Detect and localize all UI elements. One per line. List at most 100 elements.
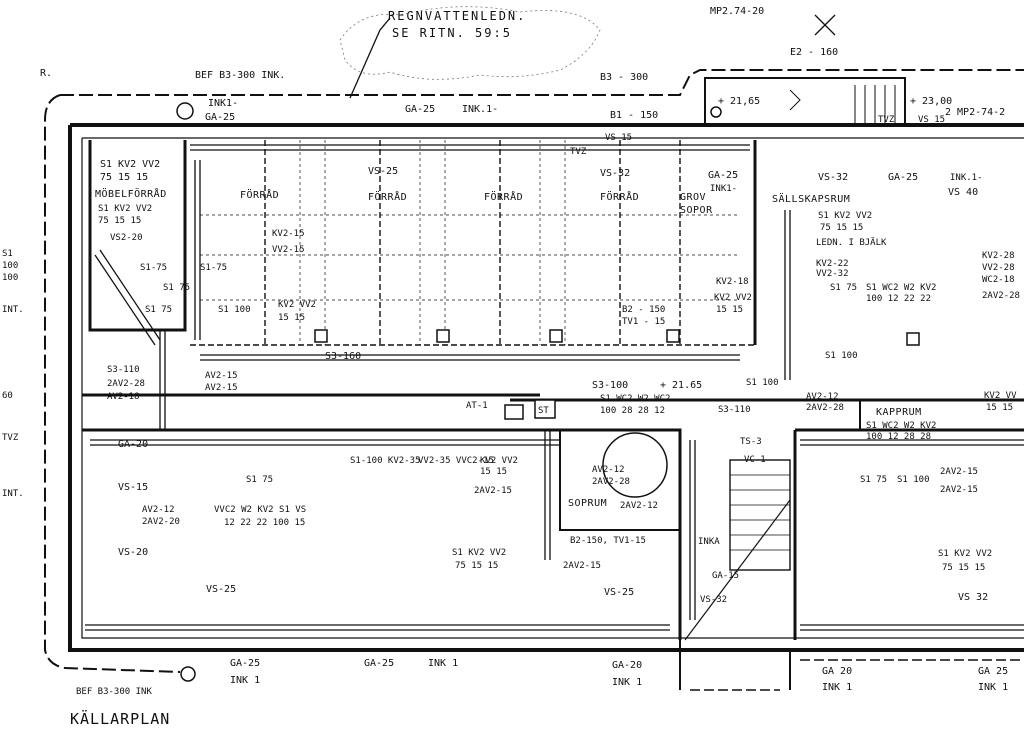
pipe-label: S1 KV2 VV2 [100,159,160,170]
floor-drains [176,102,920,682]
pipe-label: VVC2 W2 KV2 S1 VS [214,505,306,515]
pipe-label: 75 15 15 [100,172,148,183]
pipe-label: 100 12 22 22 [866,294,931,304]
room-mobelforrad: MÖBELFÖRRÅD [95,187,167,200]
pipe-label: S3-110 [107,365,140,375]
pipe-label: VS-32 [600,168,630,179]
pipe-label: TV1 - 15 [622,317,665,327]
pipe-label: S1 WC2 W2 KV2 [866,283,936,293]
drain-6 [504,404,524,420]
pipe-run-right-bottom [800,624,1024,631]
sop-room [559,430,680,531]
pipe-label: KV2-28 [982,251,1015,261]
pipe-label: LEDN. I BJÄLK [816,237,887,248]
pipe-label: S1 75 [860,475,887,485]
cross-mark [814,14,836,36]
pipe-label: S1 75 [830,283,857,293]
room-sallskapsrum: SÄLLSKAPSRUM [772,192,850,205]
pipe-label: GA-15 [712,571,739,581]
pipe-label: S1-75 [200,263,227,273]
pipe-label: S1 WC2 W2 KV2 [866,421,936,431]
pipe-label: VV2-32 [816,269,849,279]
drawing-title: KÄLLARPLAN [70,709,170,728]
drain-4 [666,329,680,343]
pipe-label: 2AV2-15 [563,561,601,571]
pipe-label: TVZ [878,115,895,125]
pipe-label: VV2-15 [272,245,305,255]
pipe-label: GA 20 [822,666,852,677]
drawing-texts: REGNVATTENLEDN. SE RITN. 59:5 MP2.74-20 … [2,6,1020,728]
pipe-label: S1 75 [163,283,190,293]
pipe-label: KV2-15 [272,229,305,239]
pipe-label: 100 12 28 28 [866,432,931,442]
pipe-label: 2AV2-15 [474,486,512,496]
pipe-run-bottom [85,624,670,631]
pipe-label: 75 15 15 [98,216,141,226]
inner-wall-left [81,138,1024,639]
pipe-label: KV2 VV2 [480,456,518,466]
pipe-label: 100 [2,261,18,271]
pipe-label: S1 KV2 VV2 [818,211,872,221]
pipe-label: S1 KV2 VV2 [98,204,152,214]
ref-b3: B3 - 300 [600,72,648,83]
pipe-label: S1 KV2 VV2 [938,549,992,559]
pipe-label: 2AV2-28 [982,291,1020,301]
pipe-label: TVZ [570,147,587,157]
pipe-label: B2-150, TV1-15 [570,536,646,546]
room-soprum: SOPRUM [568,498,607,509]
pipe-label: 15 15 [278,313,305,323]
pipe-label: 2AV2-28 [806,403,844,413]
note-cloud [339,6,601,80]
pipe-label: 2AV2-12 [620,501,658,511]
room-forrad-4: FÖRRÅD [600,190,639,203]
pipe-label: INK.1- [950,173,983,183]
pipe-label: KV2-22 [816,259,849,269]
soprum-circle [602,432,668,498]
building-wall-left [68,125,790,652]
pipe-label: GA-25 [708,170,738,181]
storage-grid [200,140,740,345]
pipe-label: TVZ [2,433,19,443]
manhole-bottom [180,666,196,682]
pipe-label: S1 100 [218,305,251,315]
room-sopor: SOPOR [680,205,713,216]
pipe-label: AV2-15 [205,383,238,393]
pipe-vert-c [689,440,696,620]
pipe-label: 2AV2-20 [142,517,180,527]
outer-boundary-left [44,94,181,673]
corridor-wall-lower [82,428,682,640]
pipe-label: VS 15 [918,115,945,125]
pipe-label: INK1- [710,184,737,194]
ref-e2: E2 - 160 [790,47,838,58]
room-forrad-2: FÖRRÅD [368,190,407,203]
ref-r: R. [40,68,52,79]
pipe-label: VS-25 [368,166,398,177]
pipe-label: 15 15 [986,403,1013,413]
note-se-ritn: SE RITN. 59:5 [392,26,512,40]
room-forrad-3: FÖRRÅD [484,190,523,203]
pipe-label: VS2-20 [110,233,143,243]
pipe-label: VS 32 [958,592,988,603]
pipe-label: INK1- [208,98,238,109]
pipe-label: INK 1 [822,682,852,693]
pipe-run-lower [90,439,560,446]
stair-box-lower [729,459,791,571]
drain-5 [906,332,920,346]
pipe-label: 75 15 15 [820,223,863,233]
pipe-label: TS-3 [740,437,762,447]
pipe-label: GA-25 [888,172,918,183]
pipe-label: VS-32 [818,172,848,183]
pipe-label: 2AV2-28 [107,379,145,389]
pipe-label: GA-25 [205,112,235,123]
pipe-label: KV2 VV2 [278,300,316,310]
pipe-note [349,17,391,99]
pipe-label: INK.1- [462,104,498,115]
level-2: + 23,00 [910,96,952,107]
ref-mp2-top: MP2.74-20 [710,6,764,17]
pipe-label: 2AV2-15 [940,467,978,477]
pipe-label: AV2-12 [592,465,625,475]
pipe-label: S1 WC2 W2 WC2 [600,394,670,404]
pipe-label: 100 [2,273,18,283]
pipe-label: 15 15 [716,305,743,315]
pipe-label: VS-25 [206,584,236,595]
